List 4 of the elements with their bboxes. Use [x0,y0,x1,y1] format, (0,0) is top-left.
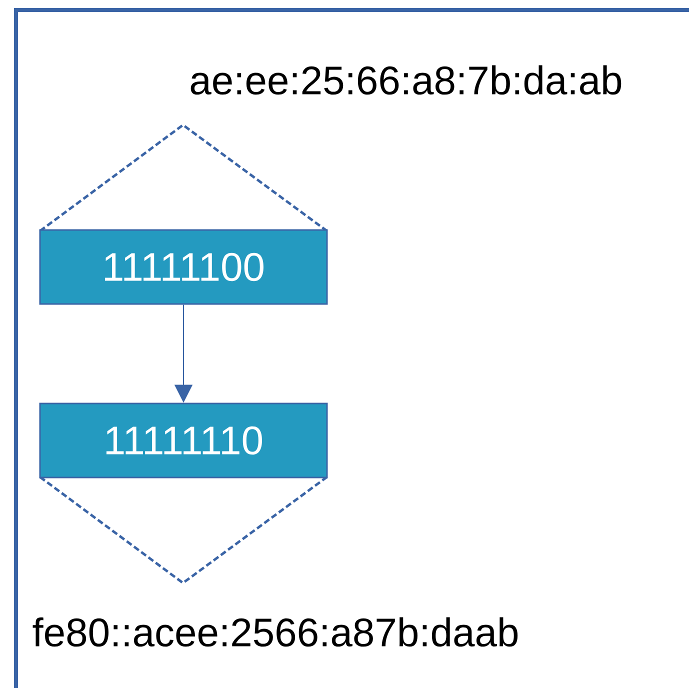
address-text: fe80::acee:2566:a87b:daab [32,617,518,647]
bit-box: 11111110 [39,402,328,478]
address-text: ae:ee:25:66:a8:7b:da:ab [190,65,622,95]
bit-box: 11111100 [39,229,328,305]
